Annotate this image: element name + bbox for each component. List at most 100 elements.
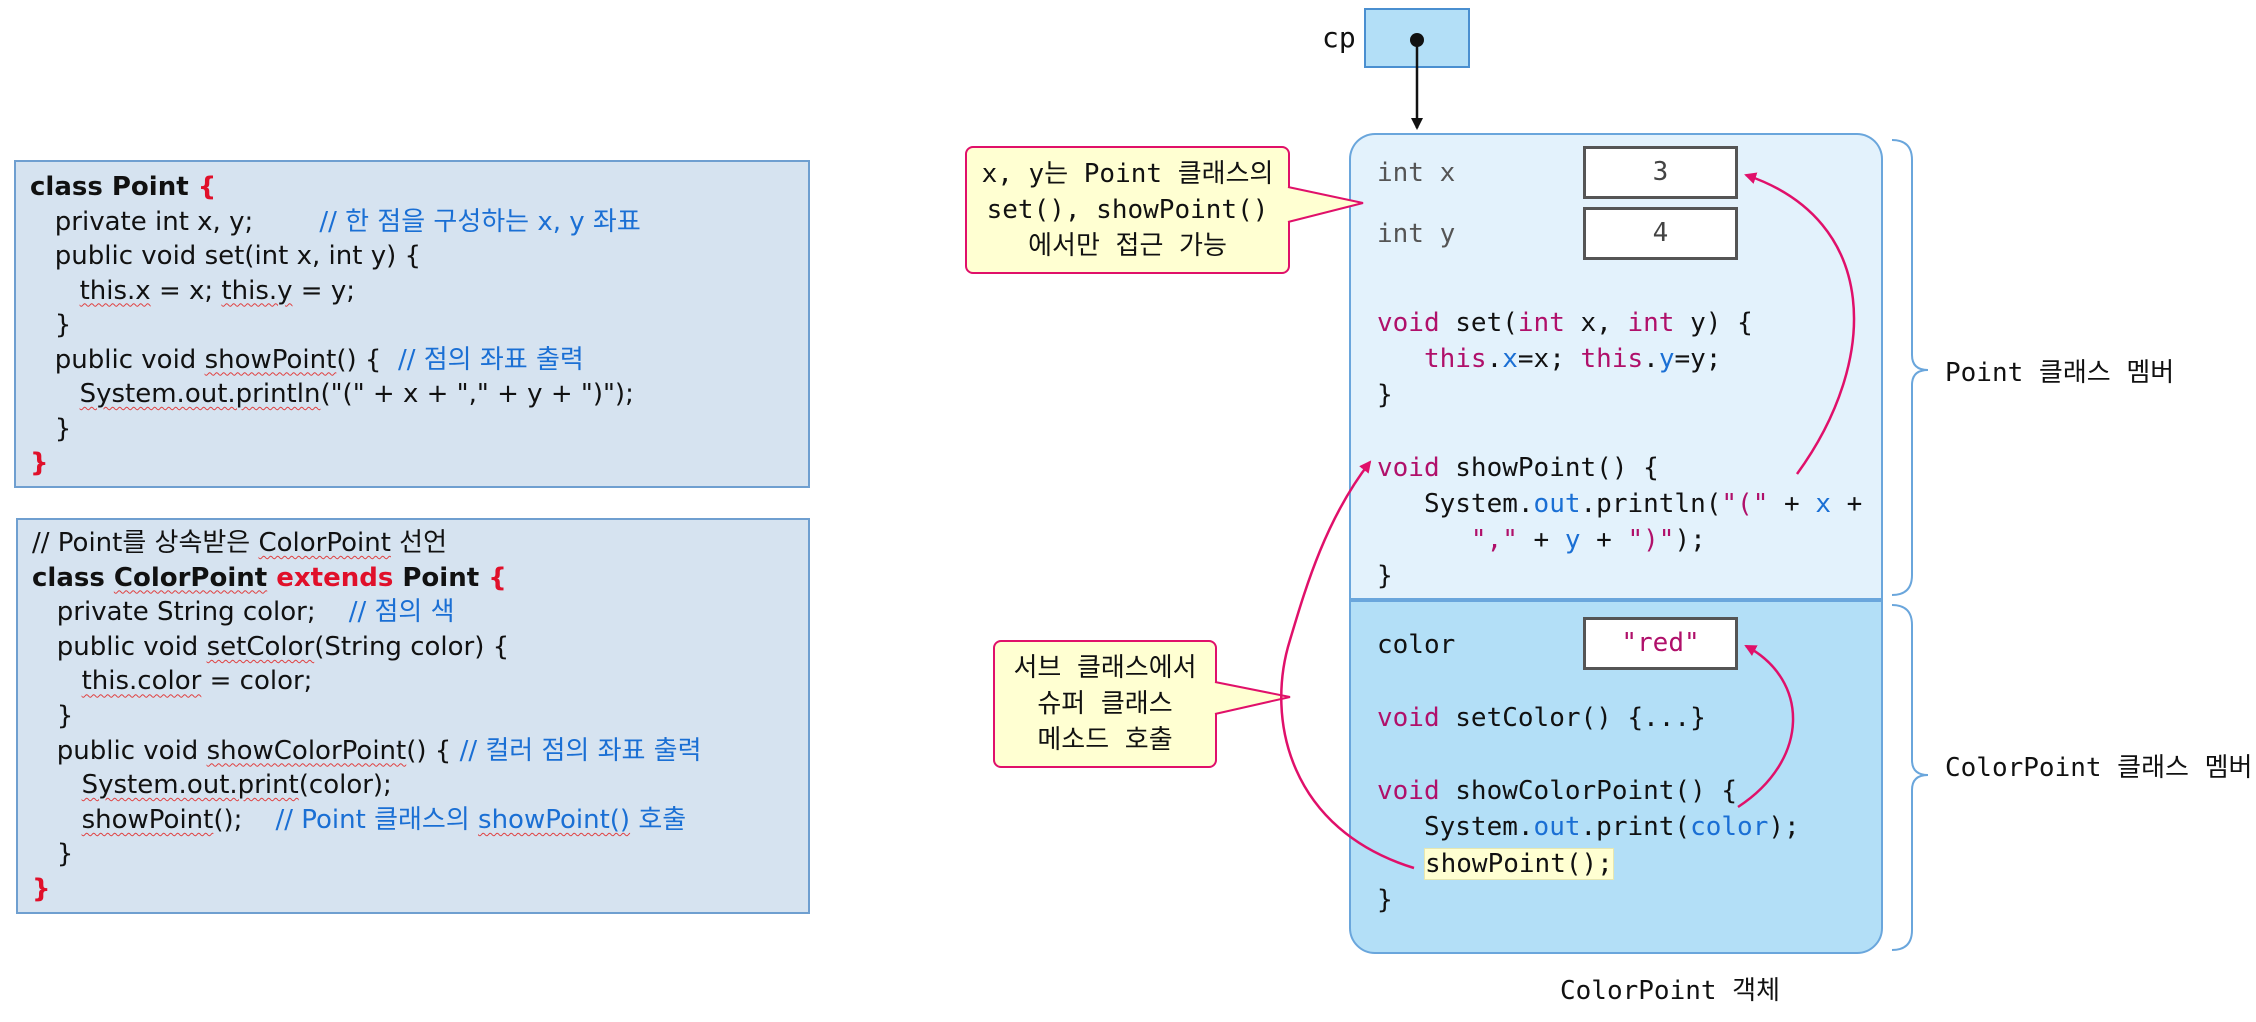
x-access-arrow [1744,172,1856,475]
code-token: + [1517,525,1565,556]
field-color-label: color [1377,630,1456,660]
code-token: y [1564,525,1581,556]
code-token: .println( [1580,489,1722,519]
code-line: } [30,412,72,446]
field-x-value: 3 [1583,146,1738,199]
code-token: () { [336,344,398,375]
colorpoint-member-brace [1891,604,1929,951]
code-token: System.out.println [79,379,321,409]
code-token: class [32,562,114,593]
code-token: =x; [1517,344,1581,375]
code-line: public void set(int x, int y) { [30,239,421,273]
code-token: ColorPoint [113,562,268,593]
callout-call-pointer-mask [1211,684,1217,712]
code-token: out [1533,812,1581,843]
method-line: } [1377,558,1393,594]
code-token: (color); [298,770,392,801]
code-token: showPoint(); [1423,847,1614,880]
code-token: int [1627,308,1675,338]
code-token: set( [1455,308,1518,338]
code-token: this.y [221,275,293,306]
code-token: int [1517,308,1565,338]
code-token: } [1377,885,1393,915]
code-token: } [32,839,74,870]
code-token: } [30,310,72,340]
code-line: public void showColorPoint() { // 컬러 점의 … [32,734,702,768]
code-token: showColorPoint [206,735,407,766]
code-token: + [1831,489,1863,519]
code-token: { [197,172,217,202]
point-member-brace [1891,139,1929,596]
code-token: () { [406,735,460,766]
method-line: System.out.print(color); [1377,809,1800,845]
code-token: = y; [292,275,355,306]
code-token: public void set(int x, int y) { [30,241,422,271]
code-token: + [1580,525,1628,556]
code-token: (String color) { [314,631,510,662]
code-token: y [1658,344,1675,375]
code-token: (); [213,804,276,835]
object-caption: ColorPoint 객체 [1560,976,1781,1006]
code-line: } [30,446,49,480]
code-line: } [32,699,74,733]
code-token: this.x [79,275,151,306]
code-token: } [1377,561,1393,592]
code-token: } [1377,380,1393,411]
method-line: void set(int x, int y) { [1377,305,1753,341]
field-y-label: int y [1377,219,1456,249]
code-token: . [1643,344,1659,375]
code-token: = x; [150,275,222,306]
code-token: 선언 [390,528,448,558]
code-token: void [1377,452,1456,483]
callout-call-line: 슈퍼 클래스 [1037,689,1173,719]
super-call-arrow [1280,460,1415,870]
code-token: ("(" + x + "," + y + ")"); [320,379,634,409]
code-token: // Point를 상속받은 [32,528,259,558]
code-token: y) { [1674,308,1753,338]
code-token: extends [276,562,394,593]
method-line: this.x=x; this.y=y; [1377,341,1721,377]
code-token: } [30,448,49,478]
code-line: System.out.println("(" + x + "," + y + "… [30,377,634,411]
code-line: class ColorPoint extends Point { [32,561,507,595]
code-token: void [1377,775,1456,806]
code-line: class Point { [30,170,216,204]
code-token: ); [1674,525,1706,556]
code-line: this.color = color; [32,664,313,698]
code-token: System.out.print [81,770,299,801]
code-token: System. [1377,812,1534,843]
colorpoint-member-label: ColorPoint 클래스 멤버 [1945,753,2253,783]
point-code-box: class Point { private int x, y; // 한 점을 … [14,160,810,488]
callout-call-pointer [1214,681,1291,715]
field-color-value: "red" [1583,617,1738,670]
field-y-value: 4 [1583,207,1738,260]
code-token: private String color; [32,597,349,628]
code-line: this.x = x; this.y = y; [30,274,355,308]
code-token: private int x, y; [30,206,320,237]
code-token: // 점의 색 [348,597,455,628]
callout-access-pointer-mask [1284,189,1290,220]
callout-access: x, y는 Point 클래스의 set(), showPoint() 에서만 … [965,146,1290,274]
code-token: showPoint() [478,804,631,835]
callout-call-line: 서브 클래스에서 [1013,653,1197,683]
code-token: System. [1377,489,1534,519]
code-token: public void [32,735,207,766]
code-token: color [1690,812,1769,843]
method-line: } [1377,882,1393,918]
code-token: showPoint [81,804,214,835]
code-token: void [1377,308,1456,338]
code-token: setColor [206,631,315,662]
code-token: x [1502,344,1518,375]
code-line: showPoint(); // Point 클래스의 showPoint() 호… [32,803,687,837]
code-token: x, [1564,308,1628,338]
code-line: public void showPoint() { // 점의 좌표 출력 [30,343,584,377]
callout-call-line: 메소드 호출 [1037,725,1173,755]
code-token: void [1377,703,1456,733]
code-token: showPoint() { [1455,452,1659,483]
code-token: // 컬러 점의 좌표 출력 [459,735,702,766]
code-token: ColorPoint [258,528,391,558]
code-token: showColorPoint() { [1455,775,1738,806]
region-divider [1349,598,1883,601]
code-token: } [30,413,72,444]
